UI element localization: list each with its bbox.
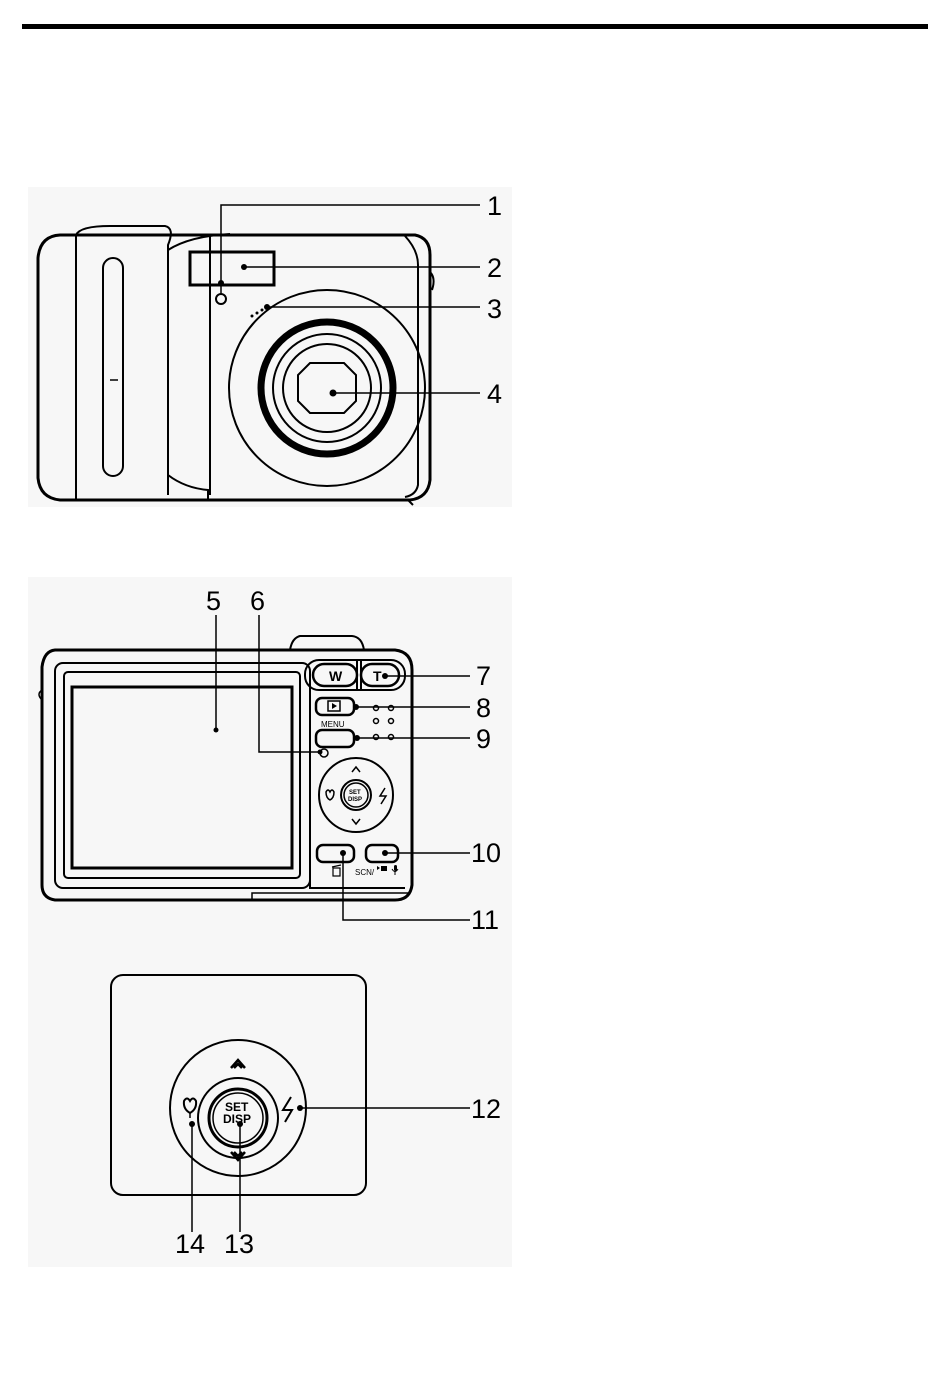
callout-12: 12 xyxy=(471,1094,501,1124)
callout-6: 6 xyxy=(250,586,265,616)
menu-label: MENU xyxy=(321,720,345,729)
callout-7: 7 xyxy=(476,661,491,691)
callout-11: 11 xyxy=(471,905,499,935)
lens xyxy=(229,290,425,486)
flash xyxy=(190,252,274,285)
flash-icon[interactable] xyxy=(283,1097,292,1122)
up-arrow-icon xyxy=(231,1060,245,1068)
set-label: SET xyxy=(349,790,361,796)
trash-icon xyxy=(332,865,341,876)
status-leds xyxy=(374,706,394,740)
callout-10: 10 xyxy=(471,838,501,868)
callout-5: 5 xyxy=(206,586,221,616)
macro-flower-icon[interactable] xyxy=(184,1099,196,1119)
callout-8: 8 xyxy=(476,693,491,723)
menu-button[interactable] xyxy=(316,730,354,747)
down-arrow-icon xyxy=(231,1152,245,1160)
callout-14: 14 xyxy=(175,1229,205,1259)
macro-flower-icon xyxy=(326,790,334,800)
camera-back-view xyxy=(39,615,470,920)
delete-button[interactable] xyxy=(317,845,354,862)
self-timer-lamp xyxy=(216,294,226,304)
callout-1: 1 xyxy=(487,191,502,221)
voice-icon xyxy=(392,865,398,875)
dial-closeup xyxy=(111,975,470,1232)
down-arrow-icon xyxy=(352,819,360,824)
movie-icon xyxy=(377,866,387,871)
callout-9: 9 xyxy=(476,724,491,754)
mode-button-caption: SCN/ xyxy=(355,868,375,877)
zoom-tele-label: T xyxy=(373,668,382,684)
callout-3: 3 xyxy=(487,294,502,324)
up-arrow-icon xyxy=(352,767,360,772)
disp-label: DISP xyxy=(348,797,362,803)
callout-2: 2 xyxy=(487,253,502,283)
dial-disp-label: DISP xyxy=(223,1112,251,1126)
flash-icon xyxy=(380,788,386,804)
callout-13: 13 xyxy=(224,1229,254,1259)
callout-4: 4 xyxy=(487,379,502,409)
camera-front-view xyxy=(38,205,480,505)
zoom-wide-label: W xyxy=(329,668,343,684)
